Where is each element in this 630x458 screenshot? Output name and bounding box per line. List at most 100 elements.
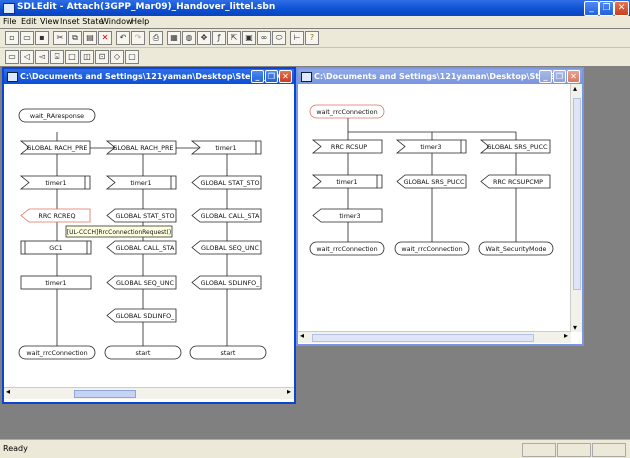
sdl-diagram-2[interactable]: wait_rrcConnection RRC RCSUP timer1 time…: [298, 84, 570, 331]
output-global-call-sta-1[interactable]: [106, 240, 177, 255]
menu-view[interactable]: View: [40, 17, 59, 26]
state-start-1[interactable]: [104, 345, 182, 360]
state-wait-rrcconnection-2[interactable]: [309, 241, 385, 256]
scroll-down-icon[interactable]: ▾: [573, 323, 578, 332]
input-timer1-2[interactable]: [105, 175, 177, 190]
output-global-seq-unc-2[interactable]: [191, 240, 262, 255]
output-global-sdlinfo-1[interactable]: [106, 308, 177, 323]
label: timer3: [339, 212, 360, 220]
procedure-shape-icon[interactable]: ◫: [80, 50, 94, 64]
state-wait-raresponse[interactable]: [18, 108, 96, 123]
label: GLOBAL CALL_STA: [116, 244, 175, 252]
state-shape-icon[interactable]: ▭: [5, 50, 19, 64]
scroll-right-icon[interactable]: ▸: [563, 331, 568, 340]
image-icon[interactable]: ▣: [242, 31, 256, 45]
input-global-rach-pre-2[interactable]: [105, 140, 177, 155]
scroll-thumb[interactable]: [312, 334, 534, 342]
export-icon[interactable]: ⇱: [227, 31, 241, 45]
close-icon[interactable]: ✕: [567, 70, 580, 83]
output-global-call-sta-2[interactable]: [191, 208, 262, 223]
state-wait-rrcconnection-start[interactable]: [309, 104, 385, 119]
scroll-up-icon[interactable]: ▴: [573, 84, 578, 93]
vertical-scrollbar[interactable]: ▴ ▾: [570, 84, 582, 332]
redo-icon[interactable]: ↷: [131, 31, 145, 45]
task-shape-icon[interactable]: □: [65, 50, 79, 64]
close-icon[interactable]: ✕: [279, 70, 292, 83]
scroll-thumb[interactable]: [74, 390, 136, 398]
input-timer1-1[interactable]: [19, 175, 91, 190]
input-timer1-3[interactable]: [190, 140, 262, 155]
scroll-thumb[interactable]: [573, 98, 581, 290]
state-start-2[interactable]: [189, 345, 267, 360]
scroll-left-icon[interactable]: ◂: [6, 387, 11, 396]
output-shape-icon[interactable]: ◅: [35, 50, 49, 64]
save-shape-icon[interactable]: ⌺: [50, 50, 64, 64]
window1-title-bar[interactable]: C:\Documents and Settings\121yaman\Deskt…: [4, 69, 294, 84]
menu-help[interactable]: Help: [131, 17, 150, 26]
copy-icon[interactable]: ⧉: [68, 31, 82, 45]
input-rrc-rcsup[interactable]: [311, 139, 383, 154]
menu-edit[interactable]: Edit: [21, 17, 37, 26]
scroll-right-icon[interactable]: ▸: [286, 387, 291, 396]
link-icon[interactable]: ∞: [257, 31, 271, 45]
restore-icon[interactable]: ❐: [265, 70, 278, 83]
new-icon[interactable]: ▫: [5, 31, 19, 45]
state-wait-rrcconnection-1[interactable]: [18, 345, 96, 360]
output-global-stat-sto-1[interactable]: [106, 208, 177, 223]
output-global-seq-unc-1[interactable]: [106, 275, 177, 290]
label: GLOBAL SEQ_UNC: [116, 279, 174, 287]
label: RRC RCSUPCMP: [493, 178, 543, 186]
horizontal-scrollbar[interactable]: ◂ ▸: [4, 387, 294, 399]
macro-shape-icon[interactable]: ⊡: [95, 50, 109, 64]
menu-file[interactable]: File: [3, 17, 17, 26]
tree-icon[interactable]: ⊢: [290, 31, 304, 45]
paste-icon[interactable]: ▤: [83, 31, 97, 45]
open-icon[interactable]: ▭: [20, 31, 34, 45]
output-global-sdlinfo-2[interactable]: [191, 275, 262, 290]
delete-icon[interactable]: ✕: [98, 31, 112, 45]
input-timer3[interactable]: [395, 139, 467, 154]
minimize-icon[interactable]: _: [539, 70, 552, 83]
sdl-diagram-1[interactable]: wait_RAresponse GLOBAL RACH_PRE timer1 R…: [4, 84, 294, 388]
undo-icon[interactable]: ↶: [116, 31, 130, 45]
input-timer1[interactable]: [311, 174, 383, 189]
help-icon[interactable]: ?: [305, 31, 319, 45]
diagram-window-1[interactable]: C:\Documents and Settings\121yaman\Deskt…: [2, 67, 296, 404]
restore-icon[interactable]: ❐: [553, 70, 566, 83]
task-gc1[interactable]: [20, 240, 92, 255]
table-icon[interactable]: ▦: [167, 31, 181, 45]
app-title-bar[interactable]: SDLEdit - Attach(3GPP_Mar09)_Handover_li…: [0, 0, 630, 16]
horizontal-scrollbar[interactable]: ◂ ▸: [298, 331, 571, 343]
function-icon[interactable]: ƒ: [212, 31, 226, 45]
save-icon[interactable]: ▪: [35, 31, 49, 45]
minimize-icon[interactable]: _: [251, 70, 264, 83]
decision-shape-icon[interactable]: ◇: [110, 50, 124, 64]
output-global-srs-pucc-1[interactable]: [396, 174, 467, 189]
ellipse-icon[interactable]: ⬭: [272, 31, 286, 45]
tools-icon[interactable]: ✥: [197, 31, 211, 45]
scroll-left-icon[interactable]: ◂: [300, 331, 305, 340]
state-wait-securitymode[interactable]: [478, 241, 554, 256]
output-timer3[interactable]: [312, 208, 383, 223]
output-rrc-rcreq[interactable]: [20, 208, 91, 223]
cut-icon[interactable]: ✂: [53, 31, 67, 45]
input-shape-icon[interactable]: ◁: [20, 50, 34, 64]
menu-inset-state[interactable]: Inset State: [60, 17, 104, 26]
input-global-rach-pre-1[interactable]: [19, 140, 91, 155]
task-timer1[interactable]: [20, 275, 92, 290]
app-title: SDLEdit - Attach(3GPP_Mar09)_Handover_li…: [17, 2, 276, 12]
print-icon[interactable]: ⎙: [149, 31, 163, 45]
output-global-stat-sto-2[interactable]: [191, 175, 262, 190]
globe-icon[interactable]: ◍: [182, 31, 196, 45]
output-rrc-rcsupcmp[interactable]: [480, 174, 551, 189]
input-global-srs-pucc[interactable]: [479, 139, 551, 154]
menu-window[interactable]: Window: [101, 17, 133, 26]
restore-icon[interactable]: ❐: [599, 1, 614, 16]
label: GLOBAL SEQ_UNC: [201, 244, 259, 252]
close-icon[interactable]: ✕: [614, 1, 629, 16]
state-wait-rrcconnection-3[interactable]: [394, 241, 470, 256]
window2-title-bar[interactable]: C:\Documents and Settings\121yaman\Deskt…: [298, 69, 582, 84]
minimize-icon[interactable]: _: [584, 1, 599, 16]
diagram-window-2[interactable]: C:\Documents and Settings\121yaman\Deskt…: [296, 67, 584, 346]
text-shape-icon[interactable]: ▢: [125, 50, 139, 64]
